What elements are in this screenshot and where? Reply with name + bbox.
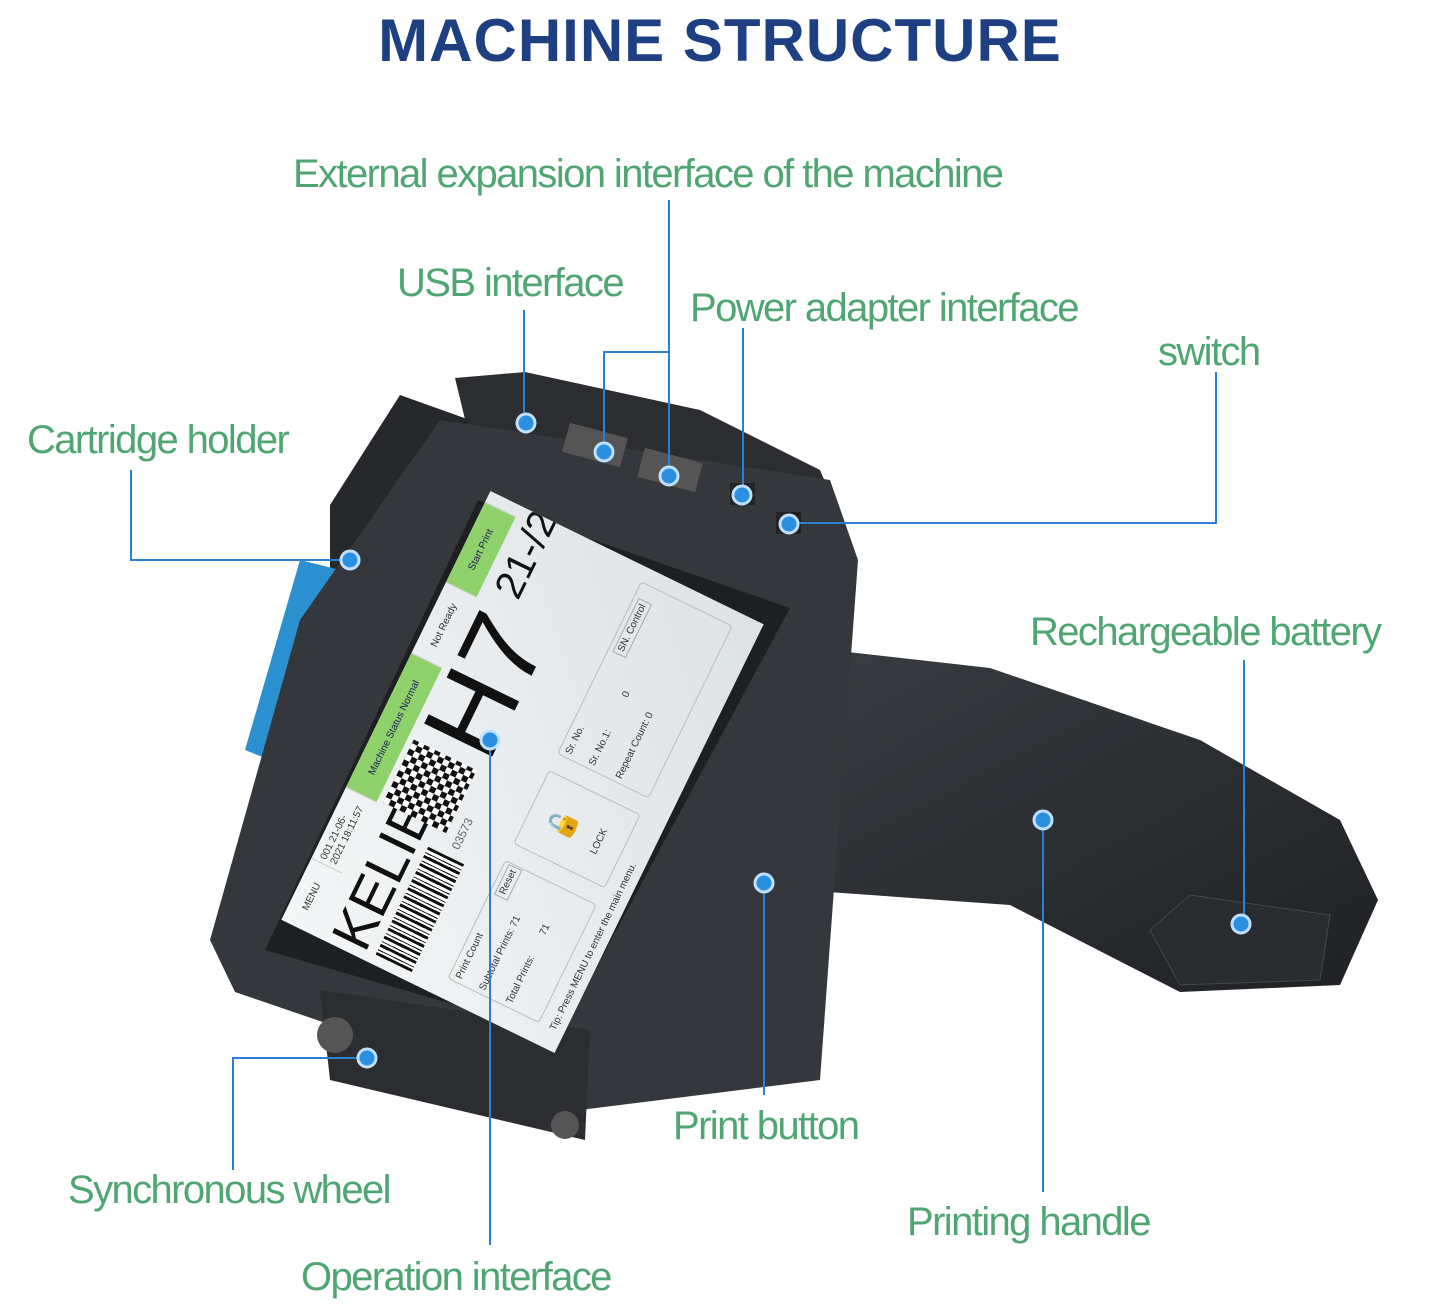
label-printing-handle: Printing handle (907, 1200, 1151, 1244)
callout-dot (658, 465, 680, 487)
callout-dot (479, 729, 501, 751)
callout-dot (753, 872, 775, 894)
callout-dot (356, 1047, 378, 1069)
battery-cover (1149, 894, 1331, 986)
page-title: MACHINE STRUCTURE (378, 7, 1062, 74)
label-power-adapter: Power adapter interface (690, 286, 1079, 330)
callout-dot (778, 513, 800, 535)
label-switch: switch (1158, 330, 1261, 374)
label-synchronous-wheel: Synchronous wheel (68, 1168, 392, 1212)
sync-wheel-callout-line (232, 1057, 367, 1170)
callout-dot (1032, 809, 1054, 831)
switch-callout-line (789, 372, 1217, 524)
label-rechargeable-battery: Rechargeable battery (1030, 610, 1382, 654)
callout-dot (1230, 913, 1252, 935)
callout-dot (339, 549, 361, 571)
callout-dot (515, 412, 537, 434)
label-usb-interface: USB interface (397, 261, 625, 305)
callout-dot (731, 484, 753, 506)
cartridge-callout-line (130, 470, 350, 561)
label-print-button: Print button (673, 1104, 860, 1148)
label-cartridge-holder: Cartridge holder (27, 418, 290, 462)
external-callout-line (603, 200, 670, 476)
label-external-interface: External expansion interface of the mach… (293, 152, 1004, 196)
label-operation-interface: Operation interface (301, 1255, 612, 1299)
callout-dot (593, 441, 615, 463)
